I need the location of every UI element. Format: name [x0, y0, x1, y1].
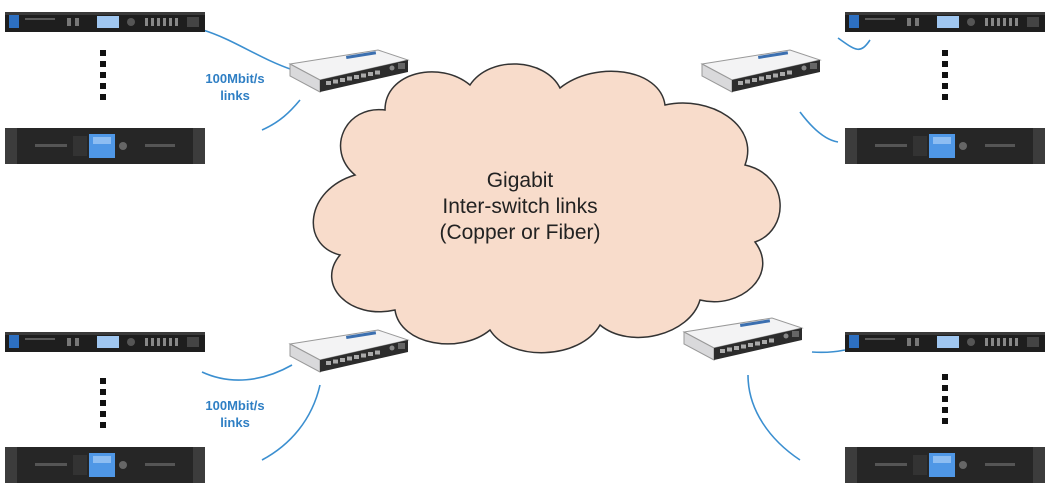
- link-line: [747, 374, 801, 461]
- link-line: [799, 111, 839, 143]
- link-line: [837, 37, 871, 50]
- link-line: [261, 99, 301, 131]
- cloud-label-line: (Copper or Fiber): [439, 221, 601, 244]
- rack-unit-icon: [845, 332, 1045, 352]
- network-switch-icon: [289, 329, 409, 373]
- amplifier-icon: [5, 128, 205, 164]
- link-speed-text: links: [220, 415, 250, 430]
- rack-unit-icon: [5, 332, 205, 352]
- cloud-label: Gigabit Inter-switch links (Copper or Fi…: [395, 168, 645, 246]
- vertical-ellipsis-icon: [100, 378, 106, 428]
- cloud-label-line: Inter-switch links: [442, 195, 598, 218]
- network-switch-icon: [289, 49, 409, 93]
- rack-unit-icon: [5, 12, 205, 32]
- link-speed-value: 100Mbit/s: [205, 71, 265, 86]
- link-speed-text: links: [220, 88, 250, 103]
- network-switch-icon: [701, 49, 821, 93]
- link-speed-label: 100Mbit/s links: [180, 397, 290, 431]
- amplifier-icon: [5, 447, 205, 483]
- link-line: [261, 384, 321, 461]
- vertical-ellipsis-icon: [100, 50, 106, 100]
- vertical-ellipsis-icon: [942, 50, 948, 100]
- rack-unit-icon: [845, 12, 1045, 32]
- link-line: [811, 349, 846, 354]
- amplifier-icon: [845, 447, 1045, 483]
- amplifier-icon: [845, 128, 1045, 164]
- vertical-ellipsis-icon: [942, 374, 948, 424]
- network-switch-icon: [683, 317, 803, 361]
- link-speed-value: 100Mbit/s: [205, 398, 265, 413]
- link-line: [202, 29, 294, 71]
- cloud-label-line: Gigabit: [486, 169, 554, 192]
- gigabit-network-cloud: [312, 63, 781, 354]
- link-speed-label: 100Mbit/s links: [180, 70, 290, 104]
- link-line: [201, 364, 293, 381]
